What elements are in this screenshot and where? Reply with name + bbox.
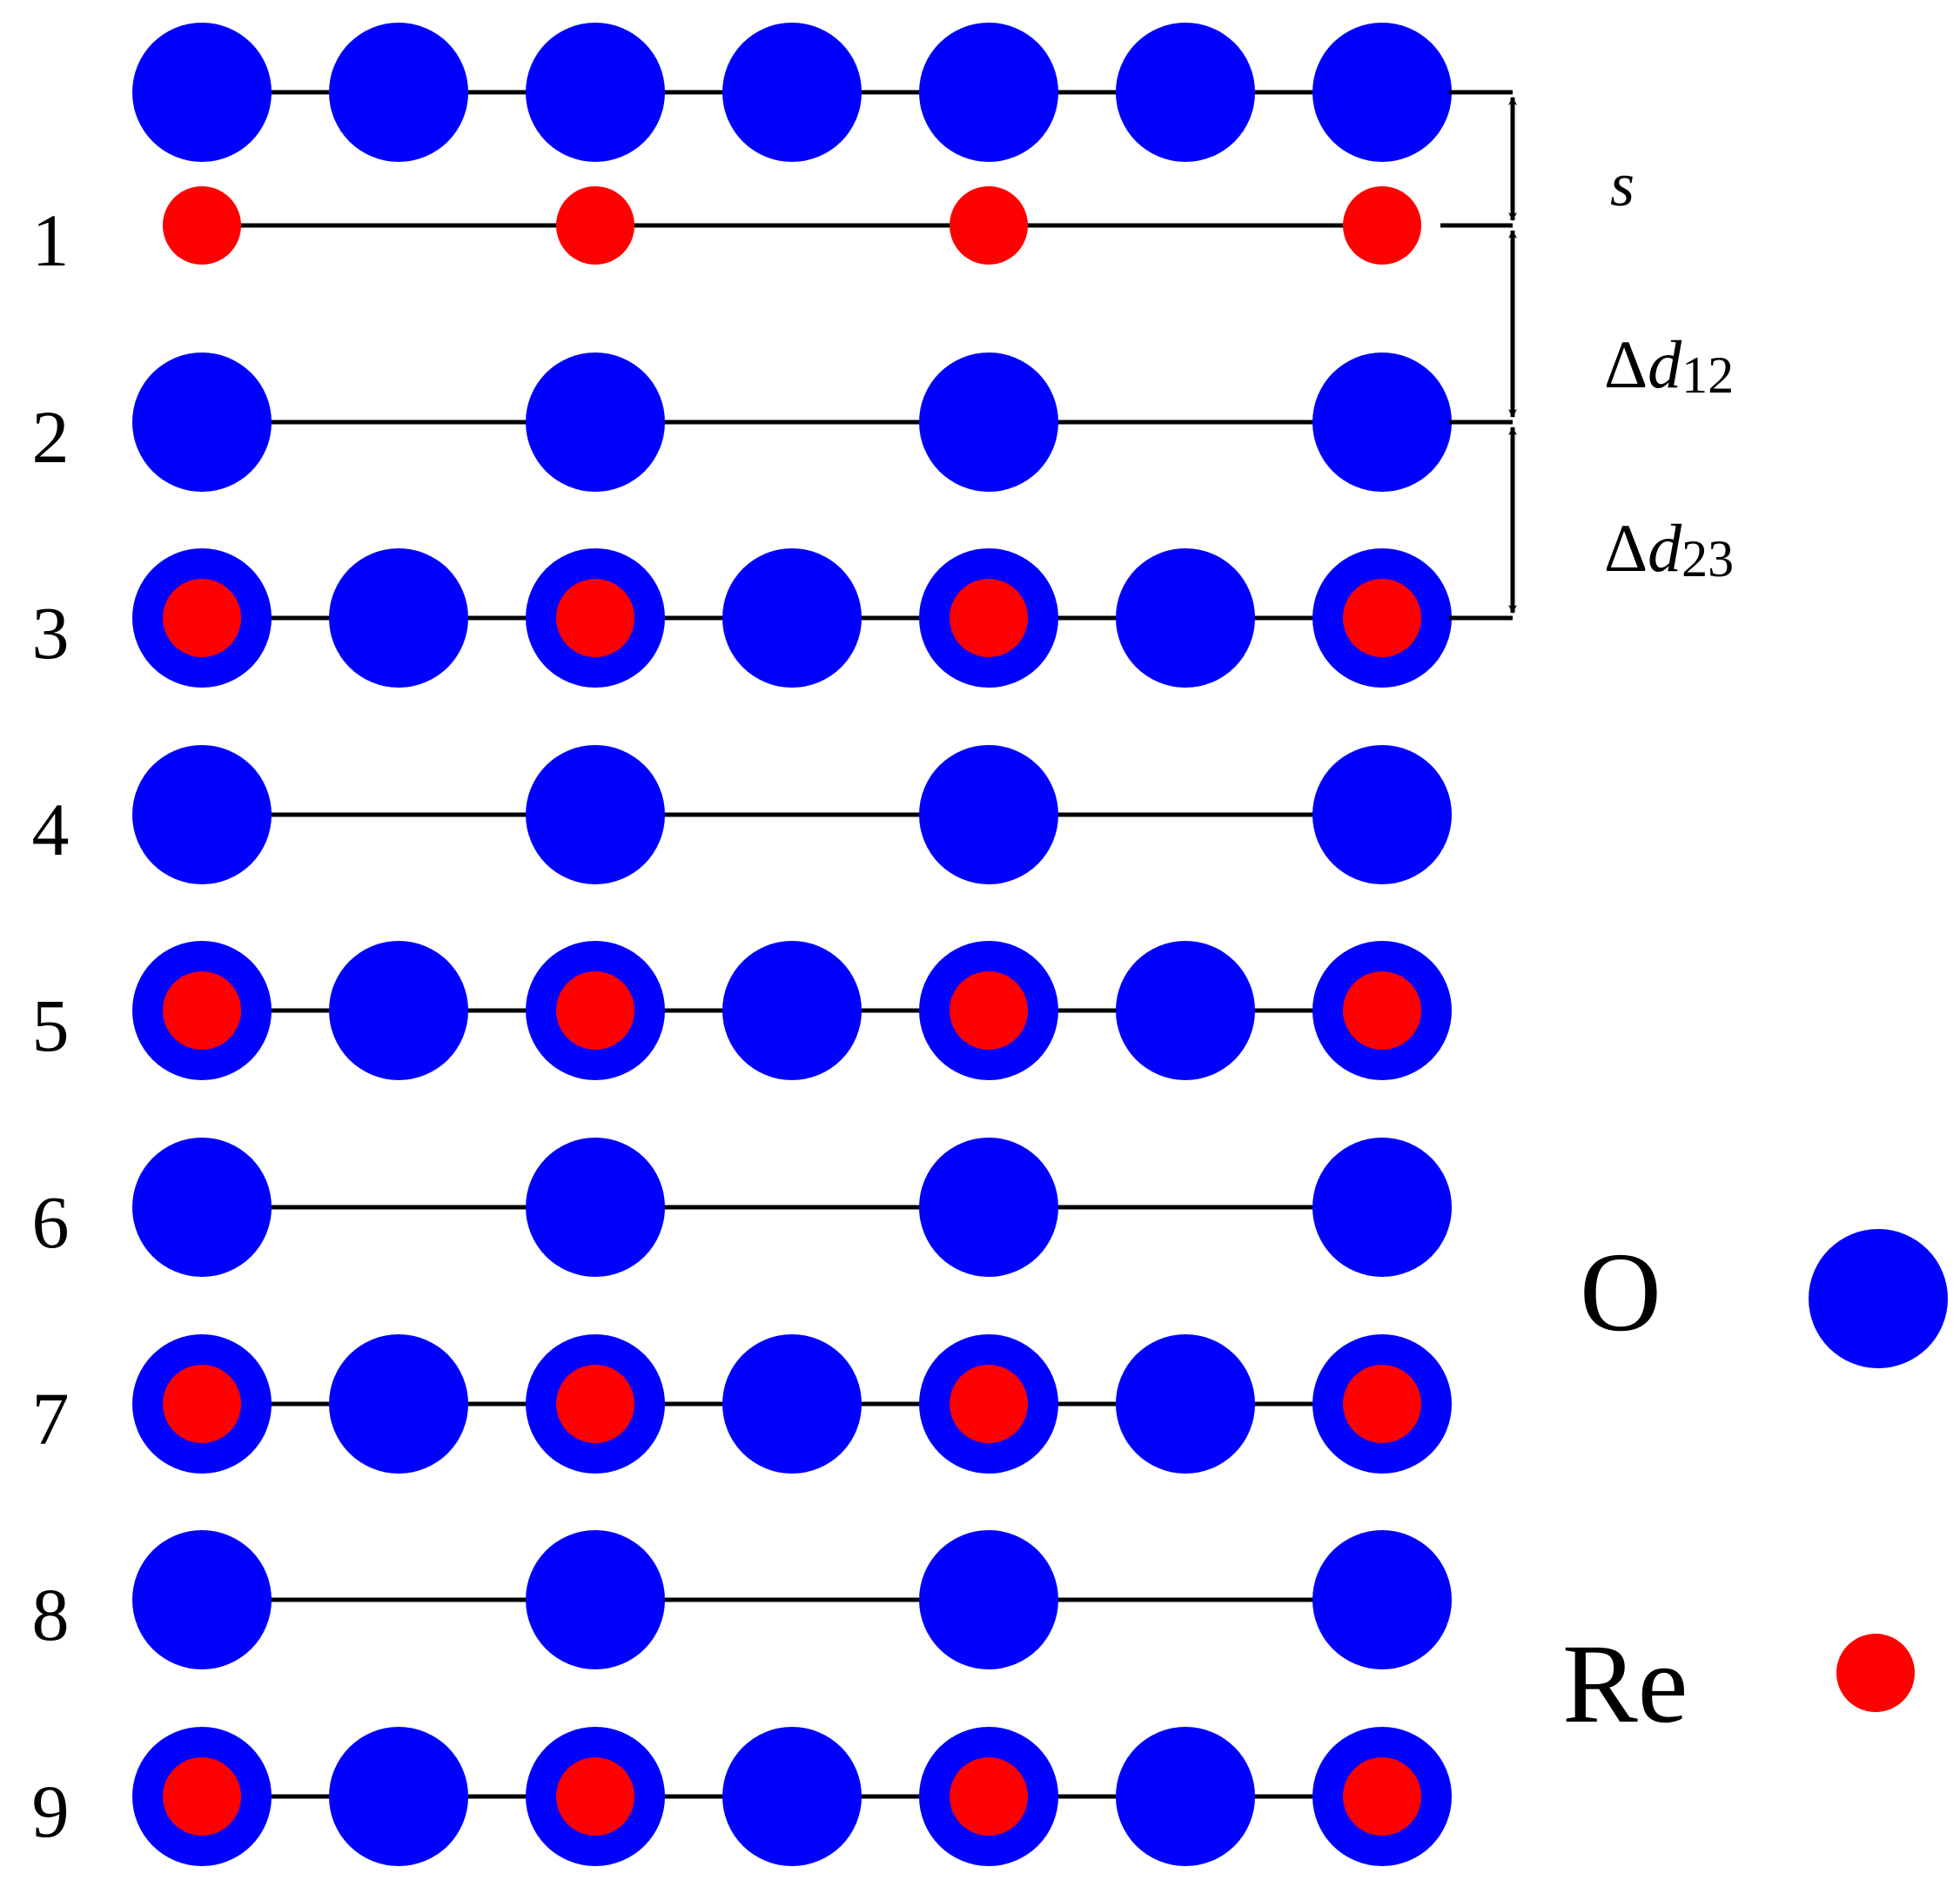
- oxygen-atom: [919, 353, 1058, 492]
- d12-label: Δd12: [1604, 326, 1734, 404]
- oxygen-atom: [132, 23, 272, 162]
- oxygen-atom: [919, 1530, 1058, 1669]
- d12-subscript: 12: [1681, 346, 1734, 404]
- legend-rhenium-icon: [1836, 1634, 1915, 1712]
- s-label: s: [1610, 150, 1634, 219]
- rhenium-atom: [163, 1365, 241, 1443]
- layer-number-label: 5: [32, 984, 70, 1067]
- rhenium-atom: [556, 1365, 634, 1443]
- layer-number-label: 8: [32, 1573, 70, 1656]
- rhenium-atom: [950, 1757, 1028, 1836]
- oxygen-atom: [919, 23, 1058, 162]
- layer-number-label: 7: [32, 1377, 70, 1461]
- layer-number-label: 4: [32, 788, 70, 871]
- layer-number-label: 2: [32, 395, 70, 479]
- oxygen-atom: [132, 745, 272, 884]
- rhenium-atom: [163, 579, 241, 657]
- rhenium-atom: [556, 186, 634, 265]
- layer-number-label: 6: [32, 1180, 70, 1264]
- legend-oxygen-icon: [1809, 1229, 1948, 1368]
- layer-number-label: 1: [32, 198, 70, 282]
- layer-row-7: 7: [32, 1334, 1452, 1474]
- oxygen-atom: [526, 1530, 665, 1669]
- layer-row-9: 9: [32, 1727, 1452, 1866]
- oxygen-atom: [1116, 941, 1255, 1080]
- d12-d: d: [1648, 326, 1682, 402]
- layer-row-8: 8: [32, 1530, 1452, 1669]
- layer-number-label: 9: [32, 1769, 70, 1853]
- oxygen-atom: [329, 1727, 468, 1866]
- rhenium-atom: [163, 186, 241, 265]
- legend: O Re: [1562, 1229, 1948, 1747]
- d23-subscript: 23: [1681, 530, 1734, 588]
- oxygen-atom: [329, 1334, 468, 1474]
- oxygen-atom: [526, 353, 665, 492]
- oxygen-atom: [722, 1334, 862, 1474]
- layer-row-top: [132, 23, 1452, 162]
- oxygen-atom: [132, 1530, 272, 1669]
- layer-row-2: 2: [32, 353, 1452, 492]
- oxygen-atom: [722, 1727, 862, 1866]
- layer-row-5: 5: [32, 941, 1452, 1080]
- oxygen-atom: [722, 548, 862, 688]
- d23-delta: Δ: [1604, 510, 1648, 586]
- oxygen-atom: [329, 23, 468, 162]
- layer-rows: 1 2 3 4 5 6 7 8 9: [32, 23, 1452, 1866]
- rhenium-atom: [556, 579, 634, 657]
- rhenium-atom: [1343, 1757, 1421, 1836]
- d12-delta: Δ: [1604, 326, 1648, 402]
- oxygen-atom: [1312, 23, 1452, 162]
- legend-oxygen-label: O: [1580, 1230, 1661, 1355]
- oxygen-atom: [722, 941, 862, 1080]
- oxygen-atom: [1116, 548, 1255, 688]
- layer-row-3: 3: [32, 548, 1452, 688]
- oxygen-atom: [526, 23, 665, 162]
- layer-row-6: 6: [32, 1138, 1452, 1277]
- layer-number-label: 3: [32, 591, 70, 675]
- oxygen-atom: [1116, 23, 1255, 162]
- oxygen-atom: [132, 1138, 272, 1277]
- oxygen-atom: [329, 548, 468, 688]
- legend-rhenium-label: Re: [1562, 1622, 1688, 1747]
- oxygen-atom: [526, 1138, 665, 1277]
- rhenium-atom: [1343, 579, 1421, 657]
- rhenium-atom: [1343, 971, 1421, 1050]
- spacing-annotations: s Δd12 Δd23: [1440, 90, 1734, 621]
- rhenium-atom: [163, 1757, 241, 1836]
- d23-d: d: [1648, 510, 1682, 586]
- rhenium-atom: [950, 1365, 1028, 1443]
- oxygen-atom: [1312, 1138, 1452, 1277]
- oxygen-atom: [1116, 1727, 1255, 1866]
- rhenium-atom: [1343, 1365, 1421, 1443]
- rhenium-atom: [163, 971, 241, 1050]
- rhenium-atom: [556, 971, 634, 1050]
- oxygen-atom: [1116, 1334, 1255, 1474]
- oxygen-atom: [526, 745, 665, 884]
- rhenium-atom: [556, 1757, 634, 1836]
- rhenium-atom: [950, 186, 1028, 265]
- oxygen-atom: [1312, 1530, 1452, 1669]
- rhenium-atom: [1343, 186, 1421, 265]
- oxygen-atom: [1312, 353, 1452, 492]
- oxygen-atom: [132, 353, 272, 492]
- oxygen-atom: [919, 1138, 1058, 1277]
- rhenium-atom: [950, 579, 1028, 657]
- rhenium-atom: [950, 971, 1028, 1050]
- oxygen-atom: [1312, 745, 1452, 884]
- layer-row-1: 1: [32, 186, 1421, 282]
- oxygen-atom: [722, 23, 862, 162]
- layer-row-4: 4: [32, 745, 1452, 884]
- d23-label: Δd23: [1604, 510, 1734, 588]
- oxygen-atom: [919, 745, 1058, 884]
- oxygen-atom: [329, 941, 468, 1080]
